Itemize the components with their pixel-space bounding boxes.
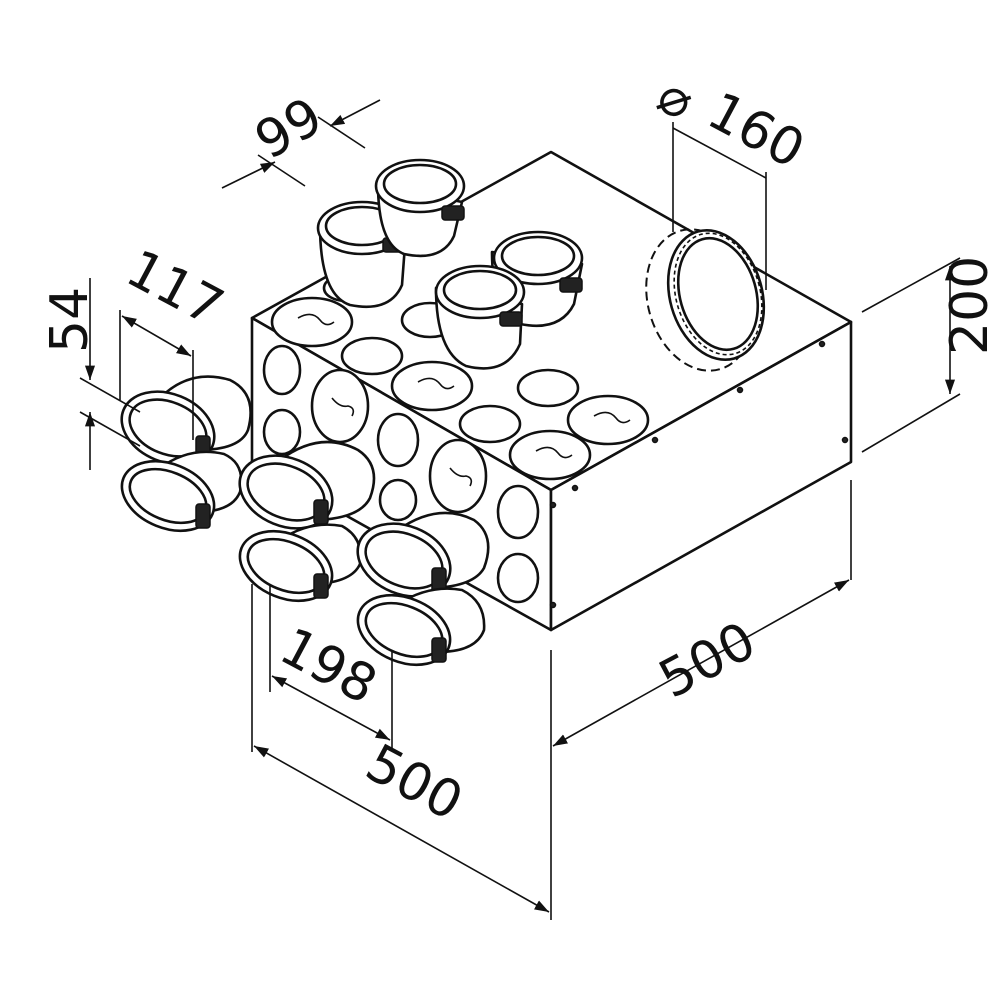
top-knockouts xyxy=(270,273,650,481)
dimension-198 xyxy=(269,585,393,750)
dimension-500-depth xyxy=(251,584,552,920)
top-outlets xyxy=(316,158,584,370)
top-outlet-2 xyxy=(374,158,466,258)
dim-label-diameter-symbol: ⌀ xyxy=(648,65,704,133)
dim-label-500-side: 500 xyxy=(650,611,766,711)
front-knockouts xyxy=(262,344,540,604)
front-cap-2 xyxy=(428,438,488,514)
top-cap-1 xyxy=(270,296,354,348)
top-cap-3 xyxy=(508,429,592,481)
front-outlet-3 xyxy=(238,440,376,530)
front-outlet-5 xyxy=(356,511,490,598)
front-cap-1 xyxy=(310,368,370,444)
dim-label-160: 160 xyxy=(698,81,814,181)
front-outlet-4 xyxy=(238,523,362,602)
dim-label-99: 99 xyxy=(246,87,333,172)
dimension-200 xyxy=(861,257,961,453)
main-port-160 xyxy=(645,228,766,372)
dimension-500-width xyxy=(552,480,852,747)
front-outlet-1 xyxy=(120,375,252,466)
dimension-54 xyxy=(79,278,141,470)
front-outlets xyxy=(120,375,490,666)
front-outlet-2 xyxy=(120,450,243,532)
dim-label-54: 54 xyxy=(40,287,100,353)
dimension-160 xyxy=(672,122,767,290)
dimension-117 xyxy=(119,310,194,440)
dim-label-500-front: 500 xyxy=(356,733,472,833)
top-cap-2 xyxy=(390,360,474,412)
dimension-99 xyxy=(221,99,381,189)
front-outlet-6 xyxy=(356,587,486,666)
dim-label-200: 200 xyxy=(940,256,1000,355)
top-outlet-4 xyxy=(434,264,526,370)
top-cap-4 xyxy=(566,394,650,446)
